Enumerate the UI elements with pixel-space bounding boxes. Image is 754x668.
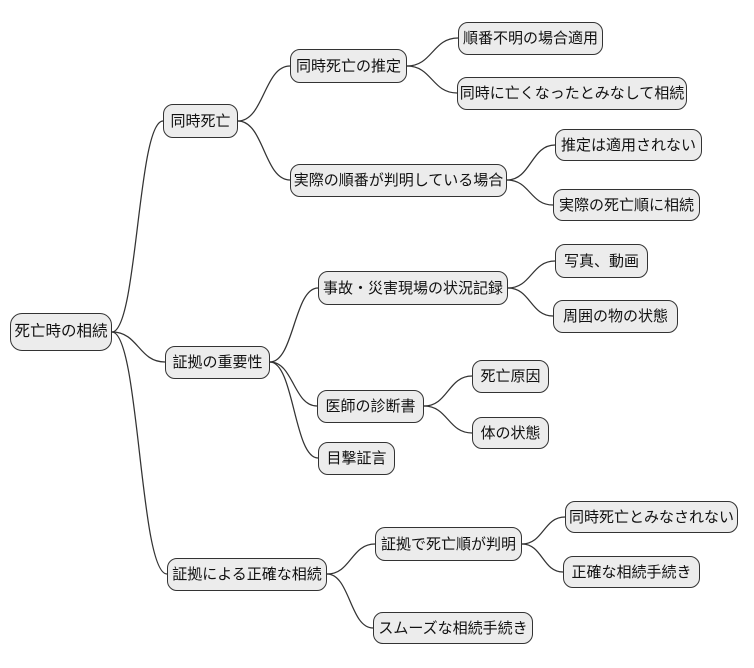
edge-suitei-to-minashite-sozoku	[406, 65, 458, 94]
node-label: 事故・災害現場の状況記録	[322, 279, 503, 297]
node-label: 死亡原因	[480, 367, 541, 385]
node-junban-fumei: 順番不明の場合適用	[458, 21, 603, 55]
node-label: 推定は適用されない	[560, 136, 696, 154]
node-label: 証拠の重要性	[172, 353, 263, 371]
node-suitei: 同時死亡の推定	[290, 49, 407, 83]
edge-shindansho-to-shibo-genin	[423, 375, 473, 407]
node-label: 順番不明の場合適用	[462, 29, 598, 47]
node-karada-no-jotai: 体の状態	[472, 417, 549, 449]
edge-doji-shibo-to-jissai-junban	[237, 120, 291, 181]
node-label: 同時死亡	[170, 112, 231, 130]
node-shindansho: 医師の診断書	[317, 389, 424, 423]
node-label: 正確な相続手続き	[571, 563, 692, 581]
node-label: 実際の順番が判明している場合	[293, 171, 504, 189]
edge-root-to-seikaku-sozoku	[111, 331, 168, 575]
node-seikaku-sozoku: 証拠による正確な相続	[167, 557, 327, 591]
node-doji-shibo: 同時死亡	[163, 104, 238, 138]
node-label: 写真、動画	[563, 252, 639, 270]
node-label: 医師の診断書	[325, 397, 416, 415]
node-label: 実際の死亡順に相続	[558, 196, 694, 214]
node-label: 証拠で死亡順が判明	[380, 535, 516, 553]
node-root: 死亡時の相続	[10, 313, 112, 351]
edge-root-to-shoko-juyosei	[111, 331, 166, 363]
edge-seikaku-sozoku-to-shoko-de-hanmei	[326, 543, 376, 575]
edge-suitei-to-junban-fumei	[406, 37, 459, 67]
edge-root-to-doji-shibo	[111, 120, 164, 333]
edge-shoko-de-hanmei-to-minasarenai	[521, 516, 566, 545]
node-label: 同時死亡とみなされない	[568, 508, 734, 526]
node-label: 体の状態	[480, 424, 541, 442]
edge-jissai-junban-to-suitei-tekiyo-sarenai	[506, 144, 556, 181]
node-jissai-junban: 実際の順番が判明している場合	[290, 163, 507, 197]
node-label: 証拠による正確な相続	[172, 565, 322, 583]
node-label: 目撃証言	[326, 449, 387, 467]
node-mokugeki-shogen: 目撃証言	[318, 441, 395, 475]
node-minashite-sozoku: 同時に亡くなったとみなして相続	[457, 76, 687, 110]
node-genba-kiroku: 事故・災害現場の状況記録	[318, 271, 508, 305]
edge-genba-kiroku-to-shui-no-mono	[507, 287, 554, 317]
node-shibo-genin: 死亡原因	[472, 359, 549, 393]
node-label: 周囲の物の状態	[562, 307, 668, 325]
edge-shindansho-to-karada-no-jotai	[423, 405, 473, 434]
edge-genba-kiroku-to-shashin-doga	[507, 260, 556, 289]
node-label: 同時死亡の推定	[295, 57, 401, 75]
node-label: 同時に亡くなったとみなして相続	[459, 84, 685, 102]
node-shoko-juyosei: 証拠の重要性	[165, 345, 270, 379]
edge-doji-shibo-to-suitei	[237, 65, 291, 122]
edge-jissai-junban-to-jissai-shibo-jun	[506, 179, 554, 206]
edge-seikaku-sozoku-to-smooth-tetsuzuki	[326, 573, 374, 629]
node-shui-no-mono: 周囲の物の状態	[553, 299, 678, 333]
node-jissai-shibo-jun: 実際の死亡順に相続	[553, 189, 700, 221]
node-label: スムーズな相続手続き	[378, 619, 528, 637]
node-seikaku-tetsuzuki: 正確な相続手続き	[563, 556, 700, 588]
node-shoko-de-hanmei: 証拠で死亡順が判明	[375, 527, 522, 561]
edge-shoko-de-hanmei-to-seikaku-tetsuzuki	[521, 543, 564, 573]
edge-shoko-juyosei-to-mokugeki-shogen	[269, 361, 319, 459]
edge-shoko-juyosei-to-shindansho	[269, 361, 318, 407]
node-label: 死亡時の相続	[14, 323, 108, 341]
node-minasarenai: 同時死亡とみなされない	[565, 501, 738, 533]
edge-shoko-juyosei-to-genba-kiroku	[269, 287, 319, 363]
node-shashin-doga: 写真、動画	[555, 244, 648, 278]
node-suitei-tekiyo-sarenai: 推定は適用されない	[555, 129, 702, 161]
node-smooth-tetsuzuki: スムーズな相続手続き	[373, 612, 533, 644]
